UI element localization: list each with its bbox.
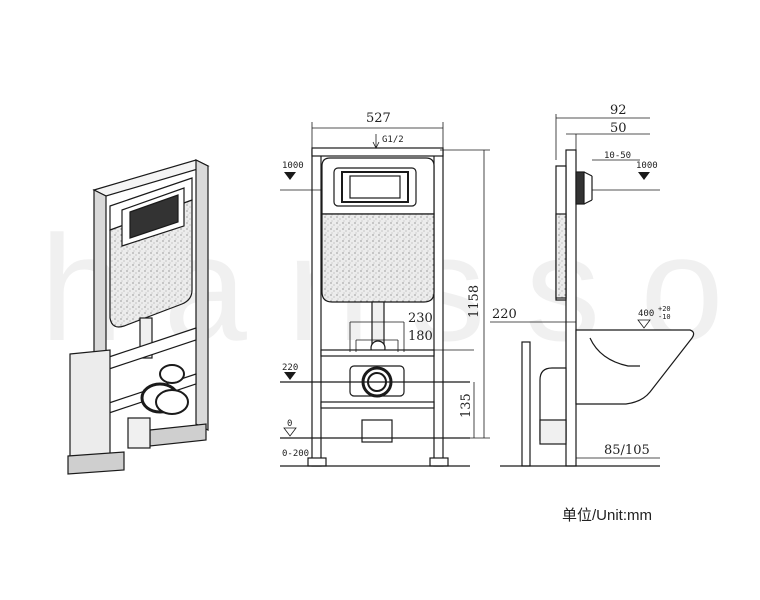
dim-220-side: 220 <box>492 307 517 322</box>
isometric-view <box>67 159 210 475</box>
dim-180: 180 <box>408 329 433 344</box>
front-view <box>307 147 449 467</box>
front-dimensions <box>280 122 490 467</box>
dim-pan-tol-plus: +20 <box>658 305 671 313</box>
dim-92: 92 <box>610 103 627 118</box>
side-dimensions <box>490 114 660 459</box>
dim-level-220-front: 220 <box>282 363 298 373</box>
dim-floor-range: 0-200 <box>282 449 309 459</box>
dim-135: 135 <box>459 393 474 418</box>
front-level-markers <box>283 172 297 437</box>
dim-level-0: 0 <box>287 419 292 429</box>
dim-level-1000-front: 1000 <box>282 161 304 171</box>
dim-inlet-g12: G1/2 <box>382 135 404 145</box>
dim-230: 230 <box>408 311 433 326</box>
dim-10-50: 10-50 <box>604 151 631 161</box>
dim-85-105: 85/105 <box>604 443 650 458</box>
dim-pan-400: 400 <box>638 309 654 319</box>
dim-pan-tol-minus: -10 <box>658 313 671 321</box>
dim-50: 50 <box>610 121 627 136</box>
dim-width-527: 527 <box>366 111 391 126</box>
dim-height-1158: 1158 <box>467 285 482 318</box>
dim-level-1000-side: 1000 <box>636 161 658 171</box>
side-view <box>500 149 695 467</box>
side-level-markers <box>637 172 651 329</box>
unit-label: 单位/Unit:mm <box>562 507 653 524</box>
